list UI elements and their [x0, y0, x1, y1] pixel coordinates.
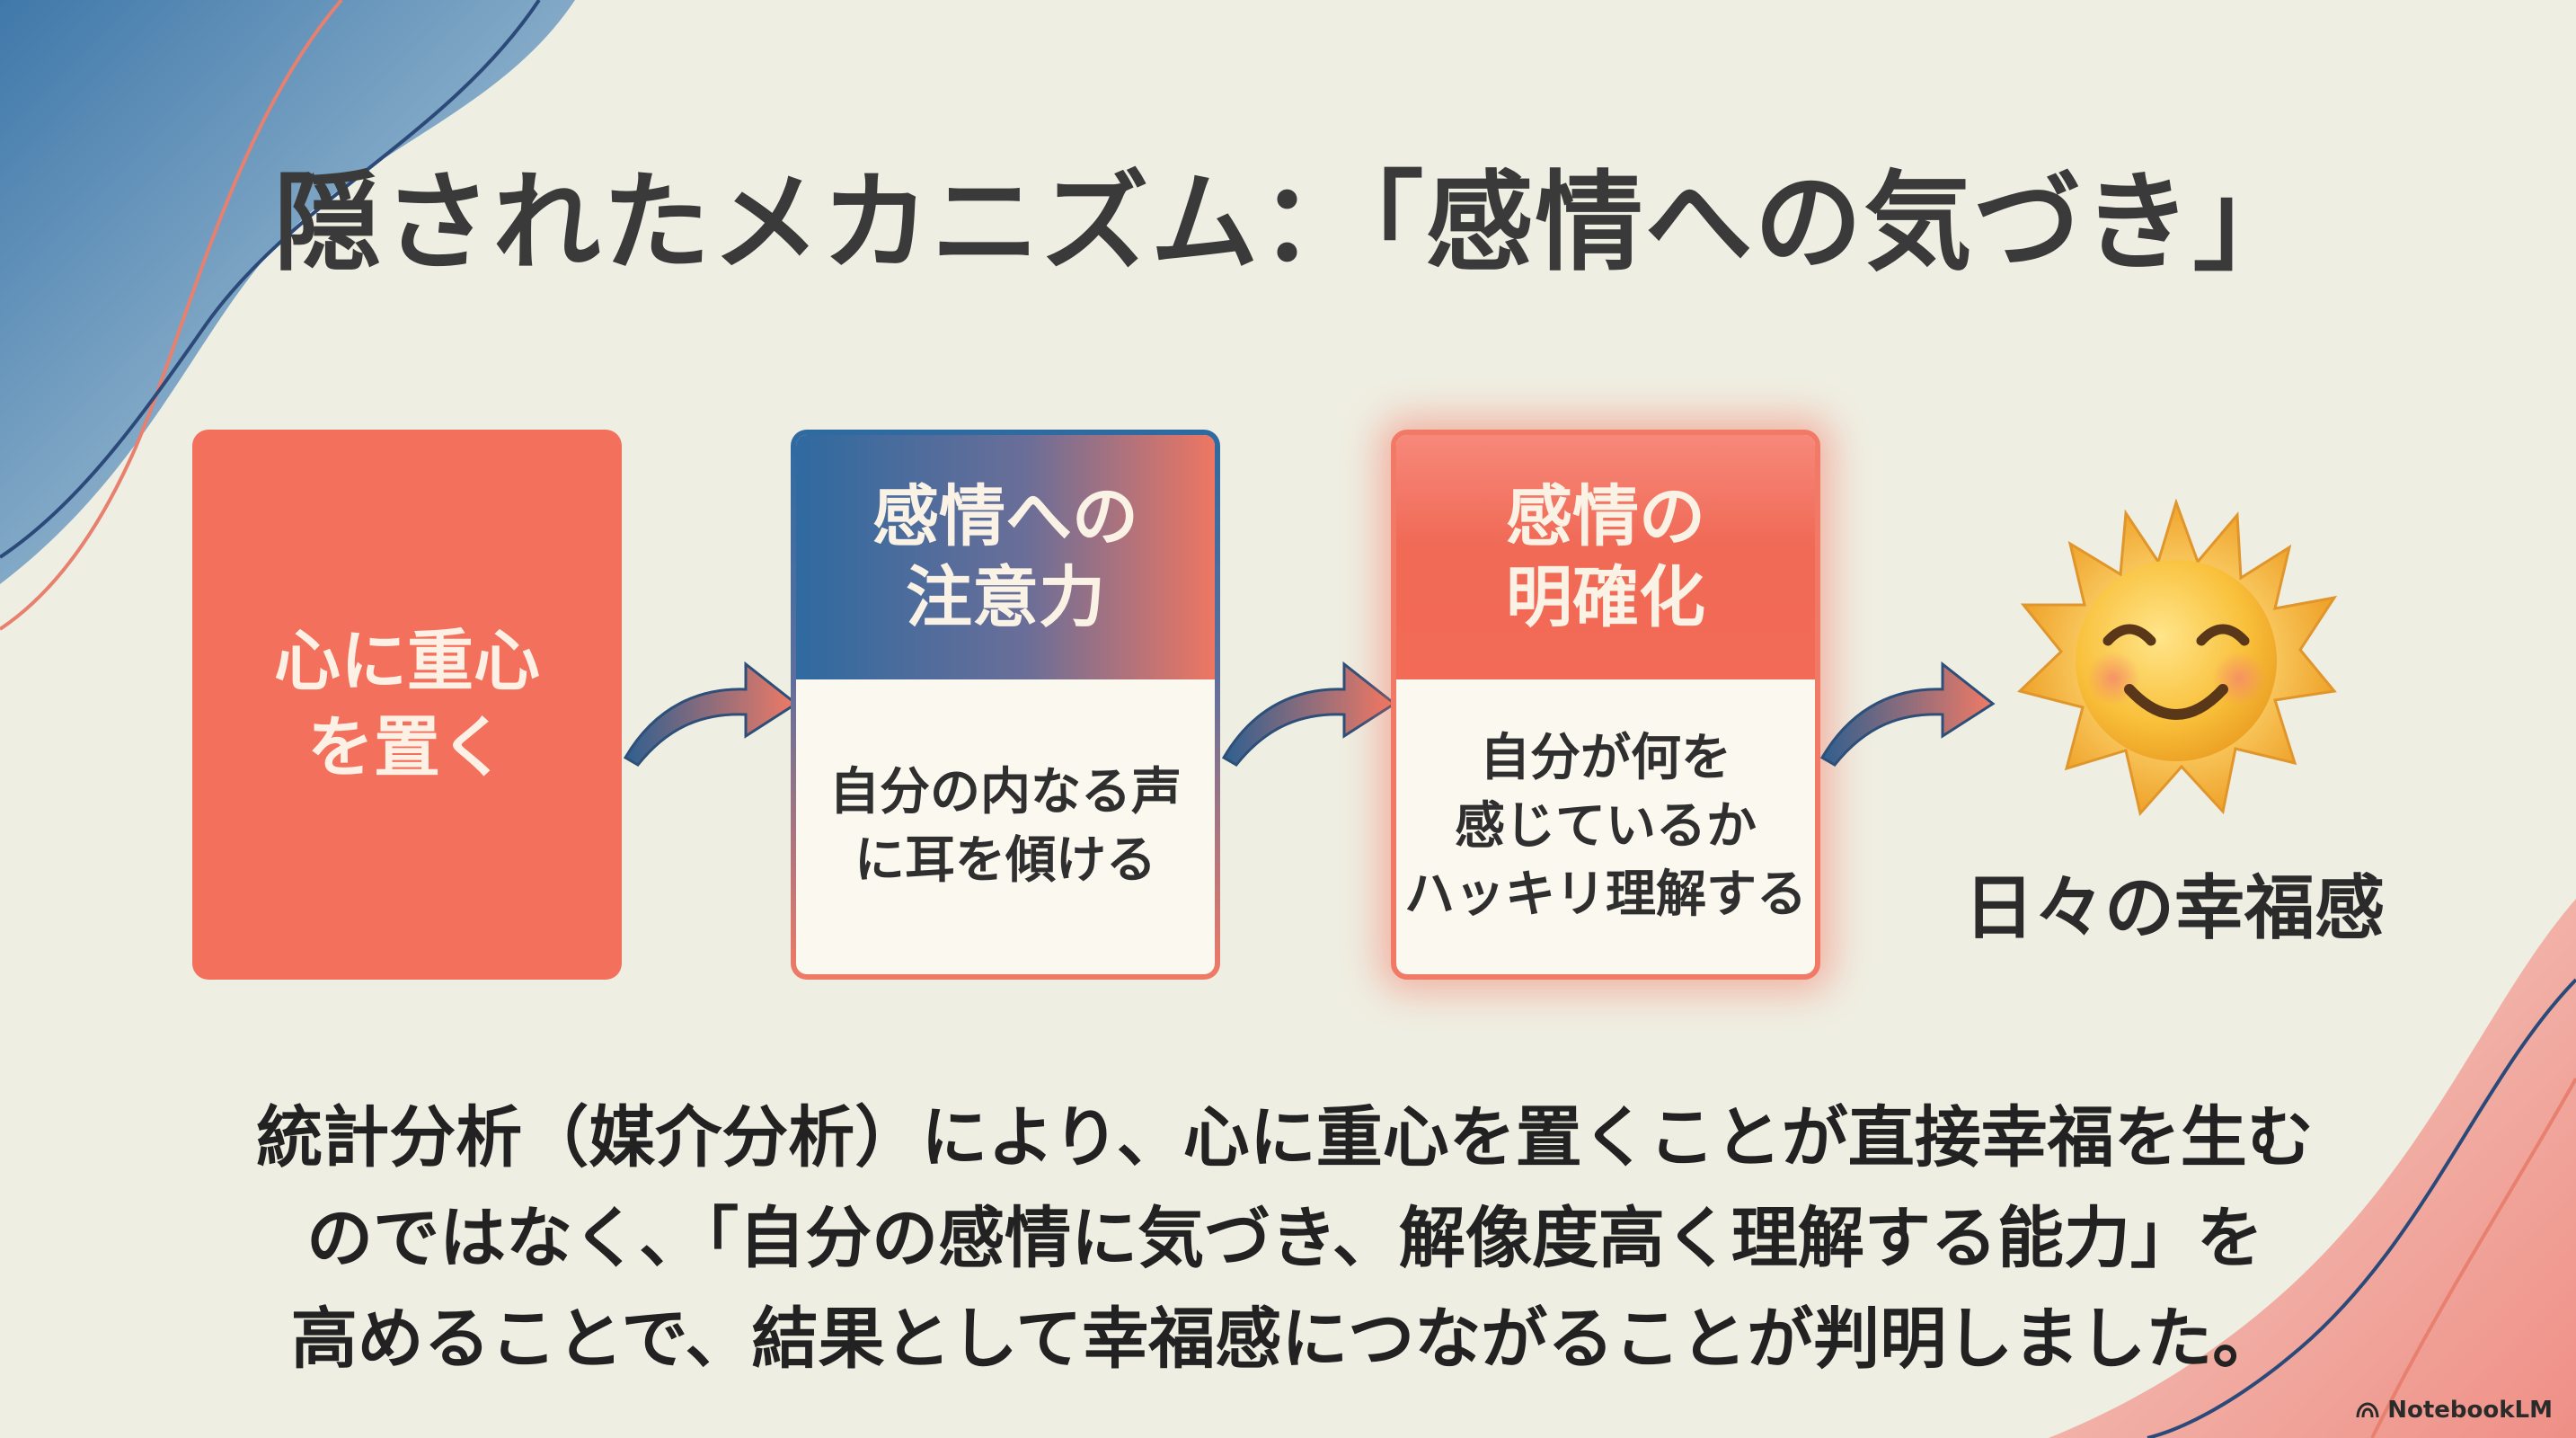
- summary-line: 高めることで、結果として幸福感につながることが判明しました。: [290, 1300, 2279, 1378]
- step-focus-on-heart-box: 心に重心 を置く: [192, 430, 622, 980]
- summary-text: 統計分析（媒介分析）により、心に重心を置くことが直接幸福を生む のではなく、「自…: [135, 1087, 2435, 1389]
- step-attention-header: 感情への 注意力: [796, 435, 1215, 679]
- step-attention-to-emotions-card: 感情への 注意力 自分の内なる声 に耳を傾ける: [791, 430, 1220, 980]
- step-attention-title: 感情への 注意力: [872, 478, 1138, 636]
- notebooklm-logo-icon: [2356, 1402, 2379, 1418]
- bottom-right-wave-line-red: [2370, 1078, 2576, 1438]
- flow-arrow-icon: [623, 661, 799, 767]
- step-attention-body: 自分の内なる声 に耳を傾ける: [796, 679, 1215, 974]
- bottom-right-wave-line-navy: [2147, 978, 2576, 1438]
- step-emotion-clarity-card: 感情の 明確化 自分が何を 感じているか ハッキリ理解する: [1391, 430, 1820, 980]
- step-focus-on-heart-label: 心に重心 を置く: [274, 623, 540, 786]
- notebooklm-watermark: NotebookLM: [2356, 1397, 2553, 1424]
- watermark-text: NotebookLM: [2387, 1397, 2553, 1424]
- step-clarity-title: 感情の 明確化: [1506, 478, 1705, 636]
- step-clarity-header: 感情の 明確化: [1396, 435, 1815, 679]
- step-attention-description: 自分の内なる声 に耳を傾ける: [829, 763, 1182, 890]
- result-daily-happiness-label: 日々の幸福感: [1963, 868, 2385, 949]
- top-left-wave-shape: [0, 0, 575, 584]
- flow-arrow-icon: [1221, 661, 1397, 767]
- slide-title: 隠されたメカニズム：「感情への気づき」: [273, 159, 2303, 286]
- smiling-sun-icon: [2017, 499, 2338, 817]
- summary-line: 統計分析（媒介分析）により、心に重心を置くことが直接幸福を生む: [256, 1099, 2314, 1176]
- summary-line: のではなく、「自分の感情に気づき、解像度高く理解する能力」を: [306, 1200, 2263, 1277]
- top-left-wave-line-navy: [0, 0, 541, 559]
- step-clarity-description: 自分が何を 感じているか ハッキリ理解する: [1404, 729, 1807, 924]
- flow-arrow-icon: [1819, 661, 1996, 767]
- step-clarity-body: 自分が何を 感じているか ハッキリ理解する: [1396, 679, 1815, 974]
- top-left-wave-line-red: [0, 0, 343, 631]
